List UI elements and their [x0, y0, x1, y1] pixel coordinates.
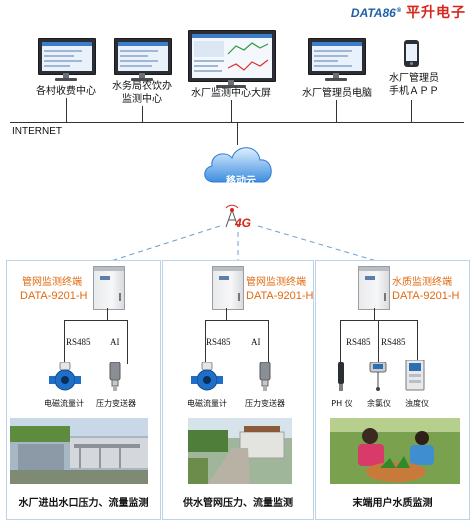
- pressure-transmitter-icon: [109, 362, 121, 391]
- desktop-monitor-icon: [308, 38, 366, 75]
- registered-mark: ®: [395, 7, 402, 14]
- brand-name-cn: 平升电子: [406, 5, 466, 21]
- terminal-label: 水厂管理员电脑: [302, 88, 372, 99]
- terminal-admin-pc: [306, 38, 366, 86]
- device-title: 管网监测终端: [246, 277, 306, 288]
- terminal-label-line2: 手机ＡＰＰ: [389, 86, 439, 97]
- monitoring-cabinet-icon: [93, 266, 125, 310]
- terminal-label: 水厂管理员 手机ＡＰＰ: [382, 72, 446, 98]
- terminal-label: 水厂监测中心大屏: [191, 88, 271, 99]
- villagers-washing-vegetables-photo: [330, 418, 460, 484]
- brand-logo: DATA86® 平升电子: [351, 2, 466, 22]
- residual-chlorine-meter-icon: [369, 362, 387, 391]
- sensor-label: 浊度仪: [405, 399, 429, 408]
- village-pipeline-photo: [188, 418, 292, 484]
- bus-label: RS485: [346, 337, 371, 347]
- terminal-label-line1: 水厂管理员: [389, 73, 439, 84]
- smartphone-icon: [404, 40, 419, 67]
- antenna-tower-icon: [225, 204, 239, 228]
- sensor-label: 压力变送器: [96, 399, 136, 408]
- panel-caption: 供水管网压力、流量监测: [183, 498, 293, 509]
- device-model: DATA-9201-H: [392, 290, 460, 302]
- large-screen-monitor-icon: [188, 30, 276, 82]
- cloud-label: 移动云: [226, 176, 256, 187]
- monitoring-cabinet-icon: [212, 266, 244, 310]
- sensor-label: 压力变送器: [245, 399, 285, 408]
- bus-label: RS485: [206, 337, 231, 347]
- terminal-label: 水务局农饮办 监测中心: [106, 80, 178, 106]
- connector-line: [336, 100, 337, 122]
- device-title: 水质监测终端: [392, 277, 452, 288]
- water-plant-photo: [10, 418, 148, 484]
- connector-line: [411, 100, 412, 122]
- mobile-cloud-icon: [204, 147, 272, 183]
- device-title: 管网监测终端: [22, 277, 82, 288]
- bus-label: AI: [251, 337, 261, 347]
- bus-label: RS485: [381, 337, 406, 347]
- terminal-label-line1: 水务局农饮办: [112, 81, 172, 92]
- internet-bus-line: [10, 122, 464, 123]
- connector-line: [66, 98, 67, 122]
- terminal-water-bureau: [112, 38, 172, 86]
- sensor-label: PH 仪: [331, 399, 353, 408]
- sensor-label: 电磁流量计: [187, 399, 227, 408]
- ph-meter-icon: [338, 362, 344, 391]
- connector-line: [231, 100, 232, 122]
- panel-caption: 末端用户水质监测: [352, 498, 433, 509]
- connector-line: [142, 106, 143, 122]
- monitoring-cabinet-icon: [358, 266, 390, 310]
- terminal-control-center-screen: [188, 30, 276, 90]
- brand-name-en: DATA86: [350, 6, 396, 20]
- connector-line: [237, 123, 238, 145]
- device-model: DATA-9201-H: [20, 290, 88, 302]
- electromagnetic-flowmeter-icon: [49, 362, 81, 391]
- bus-label: AI: [110, 337, 120, 347]
- terminal-label: 各村收费中心: [36, 86, 96, 97]
- bus-label: RS485: [66, 337, 91, 347]
- desktop-monitor-icon: [38, 38, 96, 75]
- device-model: DATA-9201-H: [246, 290, 314, 302]
- sensor-label: 电磁流量计: [44, 399, 84, 408]
- pressure-transmitter-icon: [259, 362, 271, 391]
- wireless-label: 4G: [235, 216, 252, 230]
- terminal-label-line2: 监测中心: [122, 94, 162, 105]
- internet-label: INTERNET: [12, 126, 62, 137]
- turbidity-meter-icon: [405, 360, 425, 391]
- sensor-label: 余氯仪: [367, 399, 391, 408]
- terminal-village-billing: [36, 38, 96, 86]
- panel-caption: 水厂进出水口压力、流量监测: [18, 498, 149, 509]
- electromagnetic-flowmeter-icon: [191, 362, 223, 391]
